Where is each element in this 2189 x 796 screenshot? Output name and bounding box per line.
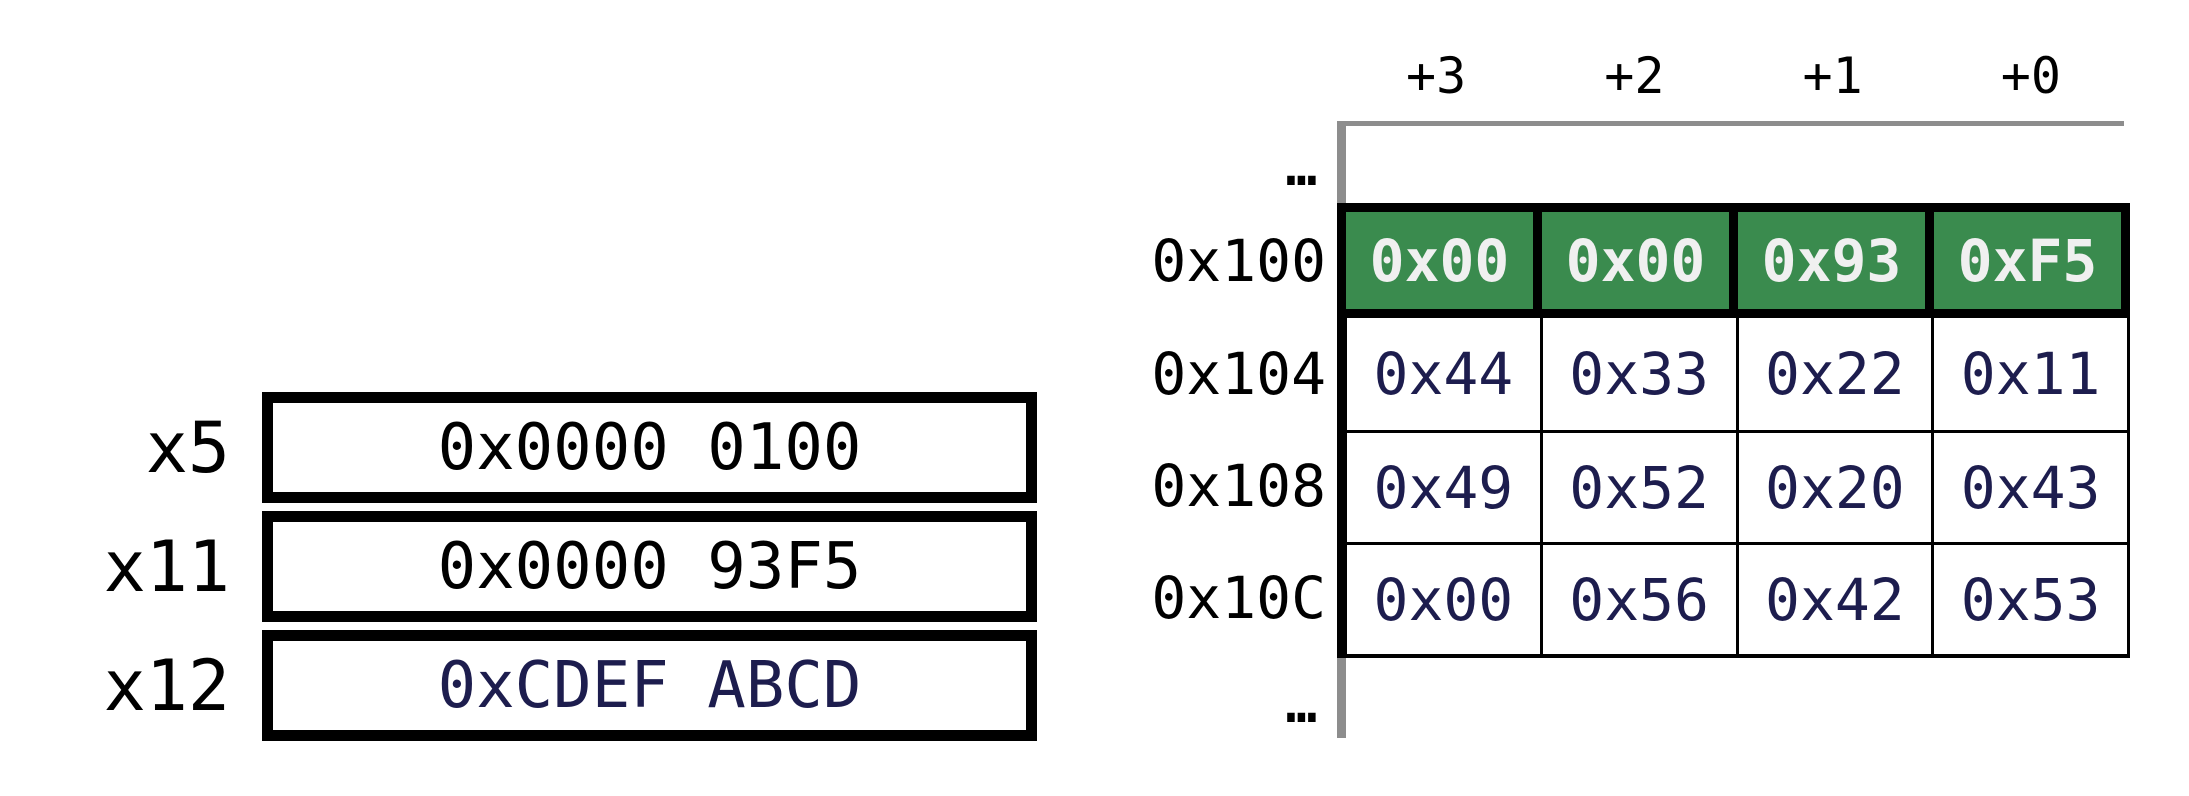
byte-offset-header-row: +3 +2 +1 +0 <box>1337 40 2130 112</box>
memory-ellipsis-bottom: … <box>1285 675 1317 735</box>
memory-cell: 0x42 <box>1735 545 1932 654</box>
memory-cell: 0x53 <box>1931 545 2127 654</box>
address-label: 0x108 <box>1151 452 1326 520</box>
memory-cell: 0x11 <box>1931 318 2127 430</box>
memory-cell-highlighted: 0x00 <box>1346 212 1533 309</box>
register-label-x12: x12 <box>103 644 230 727</box>
byte-offset-label: +0 <box>2000 47 2061 105</box>
register-label-x11: x11 <box>103 525 230 608</box>
memory-cell: 0x00 <box>1373 565 1514 634</box>
memory-cell: 0x52 <box>1539 433 1736 542</box>
memory-cell: 0x49 <box>1373 453 1514 522</box>
memory-row: 0x44 0x33 0x22 0x11 <box>1347 318 2127 430</box>
memory-row: 0x49 0x52 0x20 0x43 <box>1347 430 2127 542</box>
memory-cell: 0x56 <box>1539 545 1736 654</box>
memory-table-body: 0x44 0x33 0x22 0x11 0x49 0x52 0x20 0x43 … <box>1337 318 2130 658</box>
register-value-x11: 0x0000 93F5 <box>437 529 862 604</box>
memory-ellipsis-top: … <box>1285 138 1317 198</box>
memory-cell: 0x20 <box>1735 433 1932 542</box>
memory-cell-highlighted: 0xF5 <box>1934 212 2121 309</box>
address-label: 0x100 <box>1151 226 1326 295</box>
memory-row-highlighted: 0x00 0x00 0x93 0xF5 <box>1337 203 2130 318</box>
address-label: 0x10C <box>1151 564 1326 632</box>
memory-cell-highlighted: 0x93 <box>1738 212 1925 309</box>
register-box-x11: 0x0000 93F5 <box>262 511 1037 622</box>
memory-cell: 0x33 <box>1539 318 1736 430</box>
register-value-x5: 0x0000 0100 <box>437 410 862 485</box>
memory-cell: 0x22 <box>1735 318 1932 430</box>
register-box-x12: 0xCDEF ABCD <box>262 630 1037 741</box>
memory-cell: 0x44 <box>1373 340 1514 408</box>
register-value-x12: 0xCDEF ABCD <box>437 648 862 723</box>
address-label: 0x104 <box>1151 340 1326 408</box>
register-label-x5: x5 <box>145 406 230 489</box>
byte-offset-label: +3 <box>1406 47 1467 105</box>
register-box-x5: 0x0000 0100 <box>262 392 1037 503</box>
memory-cell: 0x43 <box>1931 433 2127 542</box>
memory-row: 0x00 0x56 0x42 0x53 <box>1347 542 2127 654</box>
byte-offset-label: +1 <box>1802 47 1863 105</box>
memory-cell-highlighted: 0x00 <box>1542 212 1729 309</box>
byte-offset-label: +2 <box>1604 47 1665 105</box>
memory-top-extent-line <box>1337 121 2124 126</box>
